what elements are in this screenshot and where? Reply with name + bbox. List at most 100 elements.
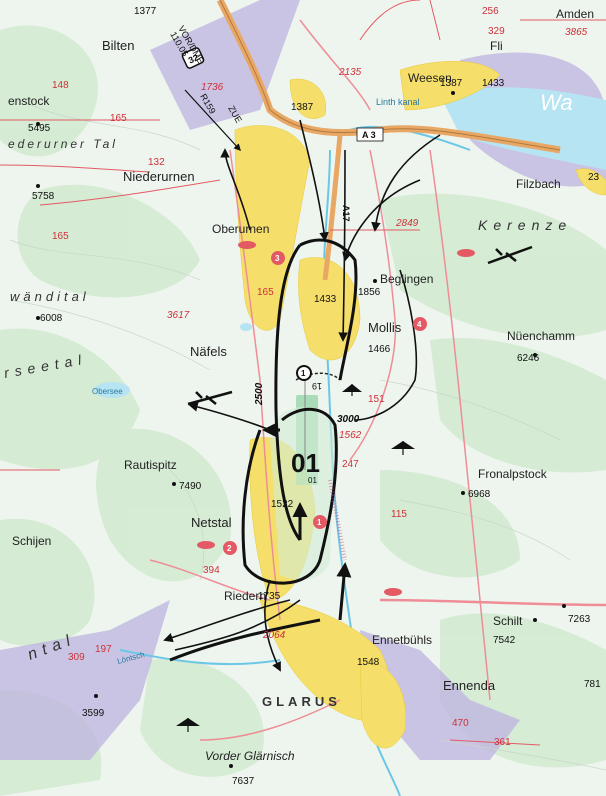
airspace-1736: 1736	[201, 82, 224, 93]
label-rautispitz: Rautispitz	[124, 458, 177, 472]
label-lintkanal: Linth kanal	[376, 97, 420, 107]
motorway	[216, 0, 561, 281]
elev-23: 23	[588, 172, 600, 183]
elev-6008: 6008	[40, 313, 63, 324]
label-niederurnen: Niederurnen	[123, 169, 195, 184]
vfr-routes	[0, 0, 606, 746]
elev-7490: 7490	[179, 481, 202, 492]
terrain-lines	[9, 99, 606, 771]
label-ennenda: Ennenda	[443, 678, 496, 693]
label-fli: Fli	[490, 39, 503, 53]
elev-5495: 5495	[28, 123, 51, 134]
vor-shield-label: 32	[187, 52, 200, 65]
label-schilt: Schilt	[493, 614, 523, 628]
spot-height-dots	[36, 91, 566, 768]
label-amden: Amden	[556, 7, 594, 21]
elev-1377: 1377	[134, 6, 157, 17]
label-obersee: Obersee	[92, 387, 123, 396]
elev-6968: 6968	[468, 489, 491, 500]
label-netstal: Netstal	[191, 515, 232, 530]
airspace-2849: 2849	[395, 218, 419, 229]
glider-icon	[487, 245, 533, 265]
elev-1433-b: 1433	[314, 294, 337, 305]
elev-1387-a: 1387	[291, 102, 314, 113]
marker-1: 1	[317, 518, 322, 527]
label-riedern: Riedern	[224, 589, 266, 603]
airspace-148: 148	[52, 80, 69, 91]
restricted-areas	[0, 0, 606, 760]
label-beglingen: Beglingen	[380, 272, 433, 286]
label-niederurner-tal: ederurner Tal	[8, 137, 118, 151]
airspace-132: 132	[148, 157, 165, 168]
label-naefels: Näfels	[190, 344, 227, 359]
elev-7637: 7637	[232, 776, 255, 787]
airspace-361: 361	[494, 737, 511, 748]
elev-3000: 3000	[337, 414, 360, 425]
label-walensee: Wa	[540, 90, 573, 115]
airspace-labels: 148 165 132 165 165 1736 2135 256 329 38…	[52, 6, 588, 748]
elev-1433-a: 1433	[482, 78, 505, 89]
road-labels: A 3 A17	[341, 127, 384, 222]
walensee	[440, 87, 606, 170]
runway-designator: 01	[291, 448, 320, 478]
place-labels: Bilten Niederurnen Oberurnen Näfels Moll…	[3, 7, 594, 763]
circuit-altitude: 2500	[254, 382, 265, 406]
marker-4: 4	[417, 320, 422, 329]
motorway-a17-label: A17	[341, 205, 351, 222]
runway-threshold-label: 01	[308, 476, 317, 485]
label-glarus: GLARUS	[262, 694, 341, 709]
airspace-197: 197	[95, 644, 112, 655]
elev-3599: 3599	[82, 708, 105, 719]
elev-7263: 7263	[568, 614, 591, 625]
elev-1856: 1856	[358, 287, 381, 298]
label-waenditall: wänditаl	[10, 289, 90, 304]
hang-glider-icon	[176, 718, 200, 732]
runway-19-label: 19	[312, 381, 322, 391]
airspace-309: 309	[68, 652, 85, 663]
elev-6246: 6246	[517, 353, 540, 364]
label-schijen: Schijen	[12, 534, 51, 548]
glider-icon	[187, 390, 233, 406]
airspace-2135: 2135	[338, 67, 362, 78]
reporting-points	[223, 251, 427, 555]
elev-1548: 1548	[357, 657, 380, 668]
label-filzbach: Filzbach	[516, 177, 561, 191]
label-fronalpstock: Fronalpstock	[478, 467, 548, 481]
elev-7542: 7542	[493, 635, 516, 646]
label-vorder-glaernisch: Vorder Glärnisch	[205, 749, 295, 763]
airspace-3865: 3865	[565, 27, 588, 38]
elev-1735: 1735	[258, 591, 281, 602]
airspace-165-c: 165	[257, 287, 274, 298]
forest-areas	[0, 25, 606, 796]
label-stock: enstock	[8, 94, 50, 108]
label-nuenchamm: Nüenchamm	[507, 329, 575, 343]
elev-1522: 1522	[271, 499, 294, 510]
airspace-329: 329	[488, 26, 505, 37]
heliport-icon	[197, 241, 475, 596]
aerodrome-labels: 01 01 19 2500 3 4 2 1 1	[227, 254, 422, 553]
elev-1387-b: 1387	[440, 78, 463, 89]
airspace-470: 470	[452, 718, 469, 729]
label-oberurnen: Oberurnen	[212, 222, 269, 236]
airspace-165-a: 165	[110, 113, 127, 124]
label-ennetbuehls: Ennetbühls	[372, 633, 432, 647]
airspace-3617: 3617	[167, 310, 190, 321]
airspace-151: 151	[368, 394, 385, 405]
hang-glider-icon	[391, 441, 415, 455]
label-mollis: Mollis	[368, 320, 402, 335]
elev-5758: 5758	[32, 191, 55, 202]
marker-2: 2	[227, 544, 232, 553]
radial-line	[184, 89, 241, 152]
airspace-1562: 1562	[339, 430, 362, 441]
aerodrome	[270, 372, 341, 580]
label-kerenzen: Kerenze	[478, 217, 572, 233]
hang-glider-icon	[342, 384, 362, 396]
elev-1466: 1466	[368, 344, 391, 355]
marker-1-circuit: 1	[301, 369, 306, 378]
pond	[240, 323, 252, 331]
airspace-247: 247	[342, 459, 359, 470]
vor-dme-icon	[181, 47, 205, 69]
airspace-394: 394	[203, 565, 220, 576]
